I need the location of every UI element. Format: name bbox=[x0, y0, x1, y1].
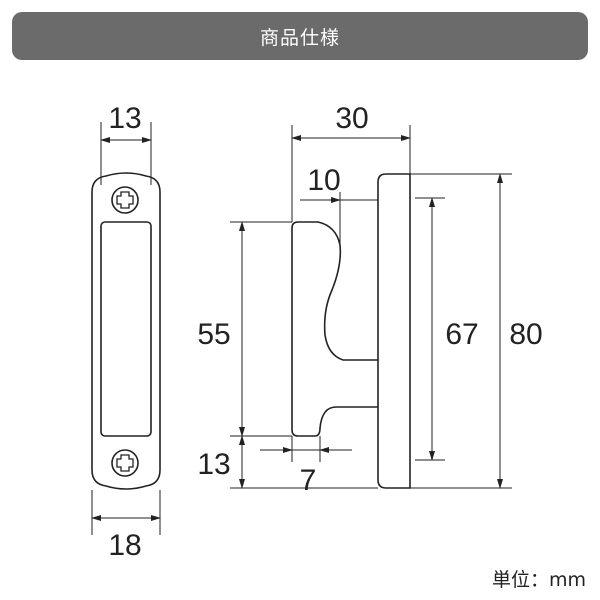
screw-icon-top bbox=[111, 186, 139, 214]
screw-icon-bottom bbox=[111, 449, 139, 477]
dim-hook-bottom-depth: 7 bbox=[300, 464, 317, 497]
dim-total-height: 80 bbox=[509, 318, 542, 351]
dim-front-top-width: 13 bbox=[108, 102, 141, 135]
side-plate-outline bbox=[377, 173, 411, 489]
front-plate-outline bbox=[91, 172, 161, 490]
dim-side-total-depth: 30 bbox=[335, 102, 368, 135]
dim-hook-bottom-offset: 13 bbox=[197, 448, 230, 481]
spec-header: 商品仕様 bbox=[12, 12, 588, 60]
header-title: 商品仕様 bbox=[259, 26, 340, 49]
dim-screw-pitch: 67 bbox=[445, 318, 478, 351]
hook-outline bbox=[291, 221, 378, 437]
dim-hook-height: 55 bbox=[197, 318, 230, 351]
unit-label: 単位：mm bbox=[491, 569, 586, 591]
dim-front-bottom-width: 18 bbox=[108, 529, 141, 562]
front-slot bbox=[100, 221, 152, 437]
dim-hook-tip-depth: 10 bbox=[307, 164, 340, 197]
